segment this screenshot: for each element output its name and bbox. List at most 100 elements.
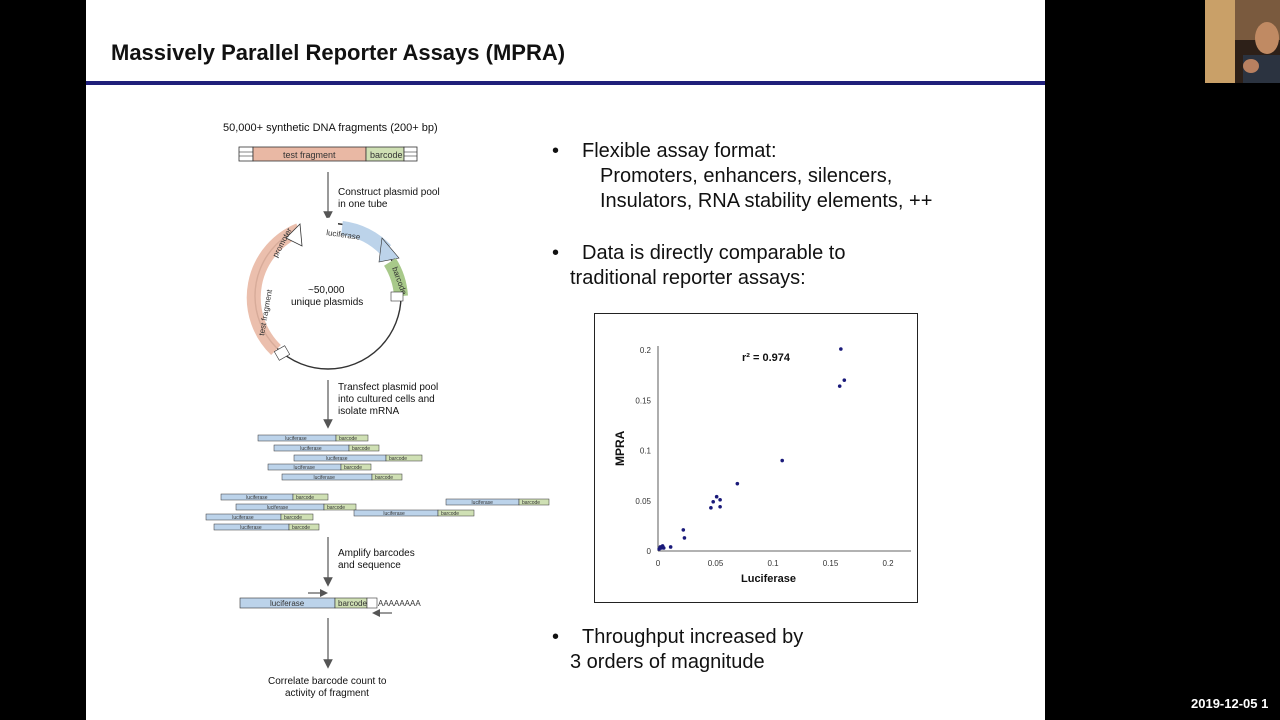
webcam-thumbnail bbox=[1205, 0, 1280, 83]
bullet-text: Flexible assay format: bbox=[582, 140, 777, 162]
amplicon-construct: luciferase barcode AAAAAAAA bbox=[239, 589, 421, 617]
data-point bbox=[682, 536, 687, 540]
transcript-barcode-label: barcode bbox=[375, 475, 393, 481]
transcript-luciferase-label: luciferase bbox=[246, 495, 268, 501]
step-transfect-line1: Transfect plasmid pool bbox=[338, 382, 438, 393]
transcript-luciferase-label: luciferase bbox=[300, 446, 322, 452]
plasmid-center-line1: ~50,000 bbox=[308, 285, 345, 296]
data-point bbox=[714, 494, 719, 499]
data-point bbox=[668, 545, 673, 549]
data-point bbox=[842, 378, 847, 382]
transcript-luciferase-label: luciferase bbox=[232, 515, 254, 521]
bullet-text-line2: 3 orders of magnitude bbox=[570, 651, 765, 673]
mrna-transcript: luciferase barcode bbox=[220, 493, 329, 501]
x-tick-label: 0.15 bbox=[823, 559, 839, 568]
y-tick-label: 0 bbox=[647, 547, 652, 556]
transcript-luciferase-label: luciferase bbox=[326, 456, 348, 462]
data-point bbox=[709, 505, 713, 510]
x-tick-label: 0.2 bbox=[882, 559, 894, 568]
x-tick-label: 0.05 bbox=[708, 559, 724, 568]
bullet-sub-line2: Insulators, RNA stability elements, ++ bbox=[600, 190, 933, 212]
dna-fragment-construct: test fragment barcode bbox=[238, 146, 418, 162]
recording-timestamp: 2019-12-05 1 bbox=[1191, 696, 1269, 711]
transcript-luciferase-label: luciferase bbox=[267, 505, 289, 511]
mrna-transcript: luciferase barcode bbox=[273, 444, 380, 452]
data-point bbox=[681, 528, 686, 532]
bullet-throughput: • Throughput increased by 3 orders of ma… bbox=[552, 625, 804, 675]
data-point bbox=[780, 458, 784, 463]
amplicon-luciferase-label: luciferase bbox=[270, 599, 305, 608]
data-point bbox=[718, 504, 722, 509]
mrna-transcript: luciferase barcode bbox=[293, 454, 423, 462]
transcript-barcode-label: barcode bbox=[292, 525, 310, 531]
data-point bbox=[837, 384, 842, 388]
presenter-video-image bbox=[1205, 0, 1280, 83]
r-squared-annotation: r² = 0.974 bbox=[742, 352, 791, 364]
transcript-barcode-label: barcode bbox=[327, 505, 345, 511]
transcript-luciferase-label: luciferase bbox=[294, 465, 316, 471]
transcript-barcode-label: barcode bbox=[352, 446, 370, 452]
x-axis-label: Luciferase bbox=[741, 573, 796, 585]
slide-title: Massively Parallel Reporter Assays (MPRA… bbox=[111, 40, 566, 65]
x-tick-label: 0.1 bbox=[767, 559, 779, 568]
bullet-text-line2: traditional reporter assays: bbox=[570, 267, 806, 289]
y-tick-label: 0.15 bbox=[635, 396, 651, 405]
bullet-marker: • bbox=[552, 140, 560, 162]
data-point bbox=[839, 347, 843, 351]
step-transfect-line3: isolate mRNA bbox=[338, 406, 399, 417]
bullet-text-line1: Data is directly comparable to bbox=[582, 242, 846, 264]
polya-tail: AAAAAAAA bbox=[378, 599, 421, 608]
mrna-transcript: luciferase barcode bbox=[213, 523, 320, 531]
bullet-comparable: • Data is directly comparable to traditi… bbox=[552, 241, 846, 291]
mrna-transcripts: luciferase barcode luciferase barcode lucife… bbox=[205, 434, 550, 531]
amplicon-barcode-label: barcode bbox=[338, 599, 367, 608]
bullet-flexible-format: • Flexible assay format: Promoters, enha… bbox=[552, 139, 933, 214]
title-divider bbox=[86, 81, 1045, 85]
transcript-luciferase-label: luciferase bbox=[383, 511, 405, 517]
transcript-barcode-label: barcode bbox=[344, 465, 362, 471]
step-correlate-line1: Correlate barcode count to bbox=[268, 676, 387, 687]
fragment-label: test fragment bbox=[283, 150, 336, 160]
transcript-barcode-label: barcode bbox=[441, 511, 459, 517]
plasmid-diagram: ~50,000 unique plasmids promoter lucifer… bbox=[246, 217, 409, 370]
step-correlate-line2: activity of fragment bbox=[285, 688, 369, 699]
mrna-transcript: luciferase barcode bbox=[353, 509, 475, 517]
y-tick-label: 0.2 bbox=[640, 346, 652, 355]
step-transfect-line2: into cultured cells and bbox=[338, 394, 435, 405]
y-tick-label: 0.1 bbox=[640, 447, 652, 456]
mrna-transcript: luciferase barcode bbox=[445, 498, 550, 506]
bullet-marker: • bbox=[552, 626, 560, 648]
bullet-marker: • bbox=[552, 242, 560, 264]
mpra-luciferase-scatter: 0 0.05 0.1 0.15 0.2 0 0.05 0.1 0.15 0.2 r² = 0.97… bbox=[594, 313, 918, 603]
data-point bbox=[735, 481, 740, 486]
data-point bbox=[718, 497, 722, 502]
diagram-header: 50,000+ synthetic DNA fragments (200+ bp… bbox=[223, 122, 438, 134]
transcript-luciferase-label: luciferase bbox=[285, 436, 307, 442]
mrna-transcript: luciferase barcode bbox=[267, 463, 372, 471]
step-amplify-line1: Amplify barcodes bbox=[338, 548, 415, 559]
transcript-luciferase-label: luciferase bbox=[472, 500, 494, 506]
plasmid-center-line2: unique plasmids bbox=[291, 297, 363, 308]
transcript-barcode-label: barcode bbox=[296, 495, 314, 501]
mrna-transcript: luciferase barcode bbox=[235, 503, 357, 511]
x-tick-label: 0 bbox=[656, 559, 661, 568]
presentation-slide: Massively Parallel Reporter Assays (MPRA… bbox=[86, 0, 1045, 720]
step-construct-line1: Construct plasmid pool bbox=[338, 187, 440, 198]
data-point bbox=[711, 499, 715, 504]
transcript-luciferase-label: luciferase bbox=[240, 525, 262, 531]
transcript-barcode-label: barcode bbox=[522, 500, 540, 506]
step-amplify-line2: and sequence bbox=[338, 560, 401, 571]
transcript-barcode-label: barcode bbox=[389, 456, 407, 462]
bullet-sub-line1: Promoters, enhancers, silencers, bbox=[600, 165, 893, 187]
barcode-label: barcode bbox=[370, 150, 403, 160]
y-tick-label: 0.05 bbox=[635, 497, 651, 506]
scatter-plot: 0 0.05 0.1 0.15 0.2 0 0.05 0.1 0.15 0.2 r² = 0.97… bbox=[613, 346, 911, 585]
mpra-workflow-diagram: 50,000+ synthetic DNA fragments (200+ bp… bbox=[205, 122, 550, 699]
y-axis-label: MPRA bbox=[613, 430, 627, 466]
bullet-text-line1: Throughput increased by bbox=[582, 626, 804, 648]
chart-axes: 0 0.05 0.1 0.15 0.2 0 0.05 0.1 0.15 0.2 bbox=[635, 346, 911, 568]
data-point bbox=[661, 546, 666, 550]
